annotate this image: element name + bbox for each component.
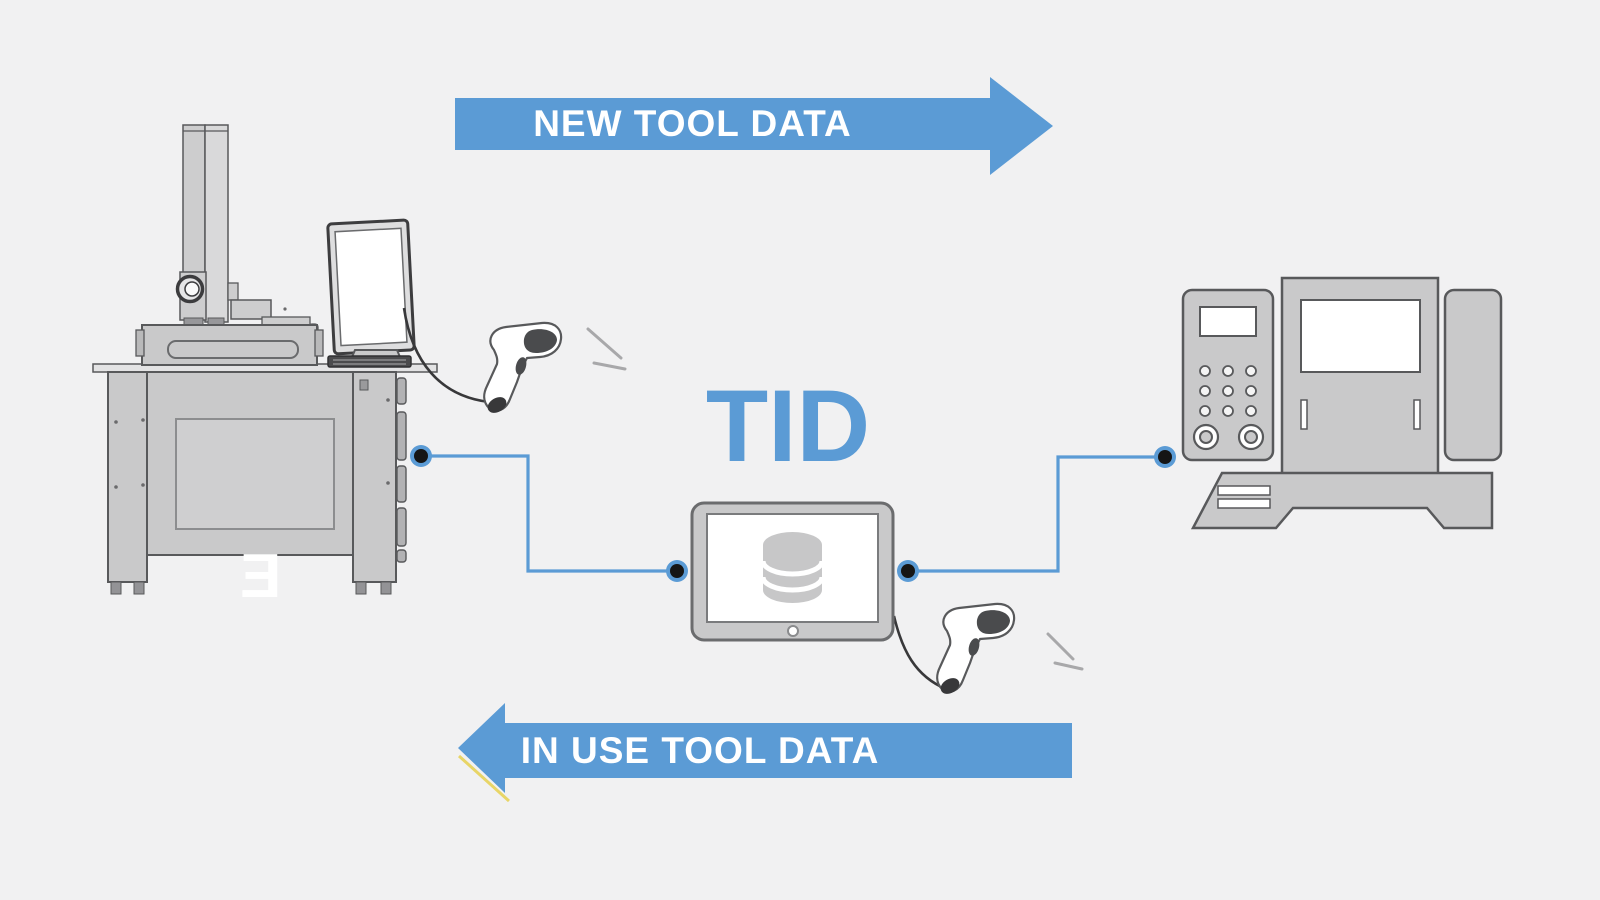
control-knob-inner (1244, 430, 1258, 444)
scan-beam-icon (586, 327, 627, 371)
screw-dot (283, 307, 287, 311)
control-panel (1181, 288, 1275, 462)
database-ring-gap (760, 576, 825, 593)
screw-dot (141, 418, 145, 422)
keypad-buttons (1199, 365, 1257, 417)
scanner-cable-right (892, 615, 947, 691)
scanner-cable-end (487, 397, 507, 413)
column-foot (183, 317, 204, 326)
barcode-scanner-icon-right (936, 602, 1016, 699)
keypad-button (1222, 385, 1234, 397)
barcode-scanner-icon (483, 321, 563, 413)
keyboard (327, 355, 412, 368)
database-cylinder (763, 532, 822, 603)
keypad-button (1245, 405, 1257, 417)
scan-beam-line (1053, 661, 1084, 671)
tid-title: TID (705, 369, 871, 483)
cabinet-left-leg (107, 371, 148, 583)
database-ring-gap (760, 560, 825, 577)
tower-column (175, 124, 319, 353)
hinge-strip (396, 507, 407, 547)
bed-slot (1217, 485, 1271, 496)
spindle-block (230, 299, 272, 320)
door-handle (1413, 399, 1421, 430)
keypad-button (1222, 405, 1234, 417)
column-bracket (227, 282, 239, 301)
bed-slot (1217, 498, 1271, 509)
connector-left-link (410, 445, 688, 582)
monitor (326, 218, 416, 368)
leg-foot (355, 581, 367, 595)
keypad-button (1199, 385, 1211, 397)
screw-dot (114, 485, 118, 489)
database-icon (760, 532, 825, 603)
hinge-strip (396, 549, 407, 563)
base-endcap (314, 329, 324, 357)
screw-dot (386, 398, 390, 402)
cnc-machine (1181, 276, 1503, 530)
camera-lens-inner (184, 281, 200, 297)
scan-beam-line (592, 361, 627, 371)
scanner-window (523, 329, 557, 353)
tid-tablet (690, 501, 895, 642)
home-button (787, 625, 799, 637)
keypad-button (1245, 365, 1257, 377)
connector-line (421, 454, 677, 573)
new-tool-data-arrow (455, 77, 1053, 175)
column-left-strip (182, 124, 206, 278)
in-use-tool-data-arrow (458, 703, 1072, 793)
base-platform (135, 324, 324, 366)
cabinet (107, 371, 407, 595)
hinge-strip (396, 411, 407, 461)
scanner-trigger (515, 357, 527, 375)
leg-foot (380, 581, 392, 595)
screw-dot (114, 420, 118, 424)
cabinet-right-leg (352, 371, 397, 583)
watermark-letter: Ǝ (240, 542, 282, 611)
tool-presetter-machine (92, 124, 438, 595)
cnc-side-panel (1443, 288, 1503, 462)
keypad-button (1199, 365, 1211, 377)
hinge-strip (396, 377, 407, 405)
scan-beam-line (1046, 632, 1075, 661)
cabinet-panel (175, 418, 335, 530)
connector-line (908, 455, 1165, 573)
scan-beam-line (586, 327, 623, 360)
arrow-yellow-accent (457, 754, 511, 803)
connector-right-link (897, 446, 1176, 582)
cabinet-latch (359, 379, 369, 391)
door-handle (1300, 399, 1308, 430)
keypad-button (1199, 405, 1211, 417)
screw-dot (141, 483, 145, 487)
base-endcap (135, 329, 145, 357)
keypad-button (1245, 385, 1257, 397)
door-window (1300, 299, 1421, 373)
column-foot (207, 317, 225, 326)
control-knob-inner (1199, 430, 1213, 444)
scanner-cable-left (402, 307, 490, 404)
screw-dot (386, 481, 390, 485)
control-knobs (1192, 423, 1265, 451)
scan-beam-icon-right (1046, 632, 1084, 671)
column-right-strip (204, 124, 229, 323)
connector-dot (414, 449, 428, 463)
keypad-button (1222, 365, 1234, 377)
connector-dot (901, 564, 915, 578)
base-slot (167, 340, 299, 359)
connector-dot (670, 564, 684, 578)
hinge-strip (396, 465, 407, 503)
leg-foot (133, 581, 145, 595)
control-display (1199, 306, 1257, 337)
monitor-screen (334, 227, 408, 347)
connector-dot (1158, 450, 1172, 464)
leg-foot (110, 581, 122, 595)
